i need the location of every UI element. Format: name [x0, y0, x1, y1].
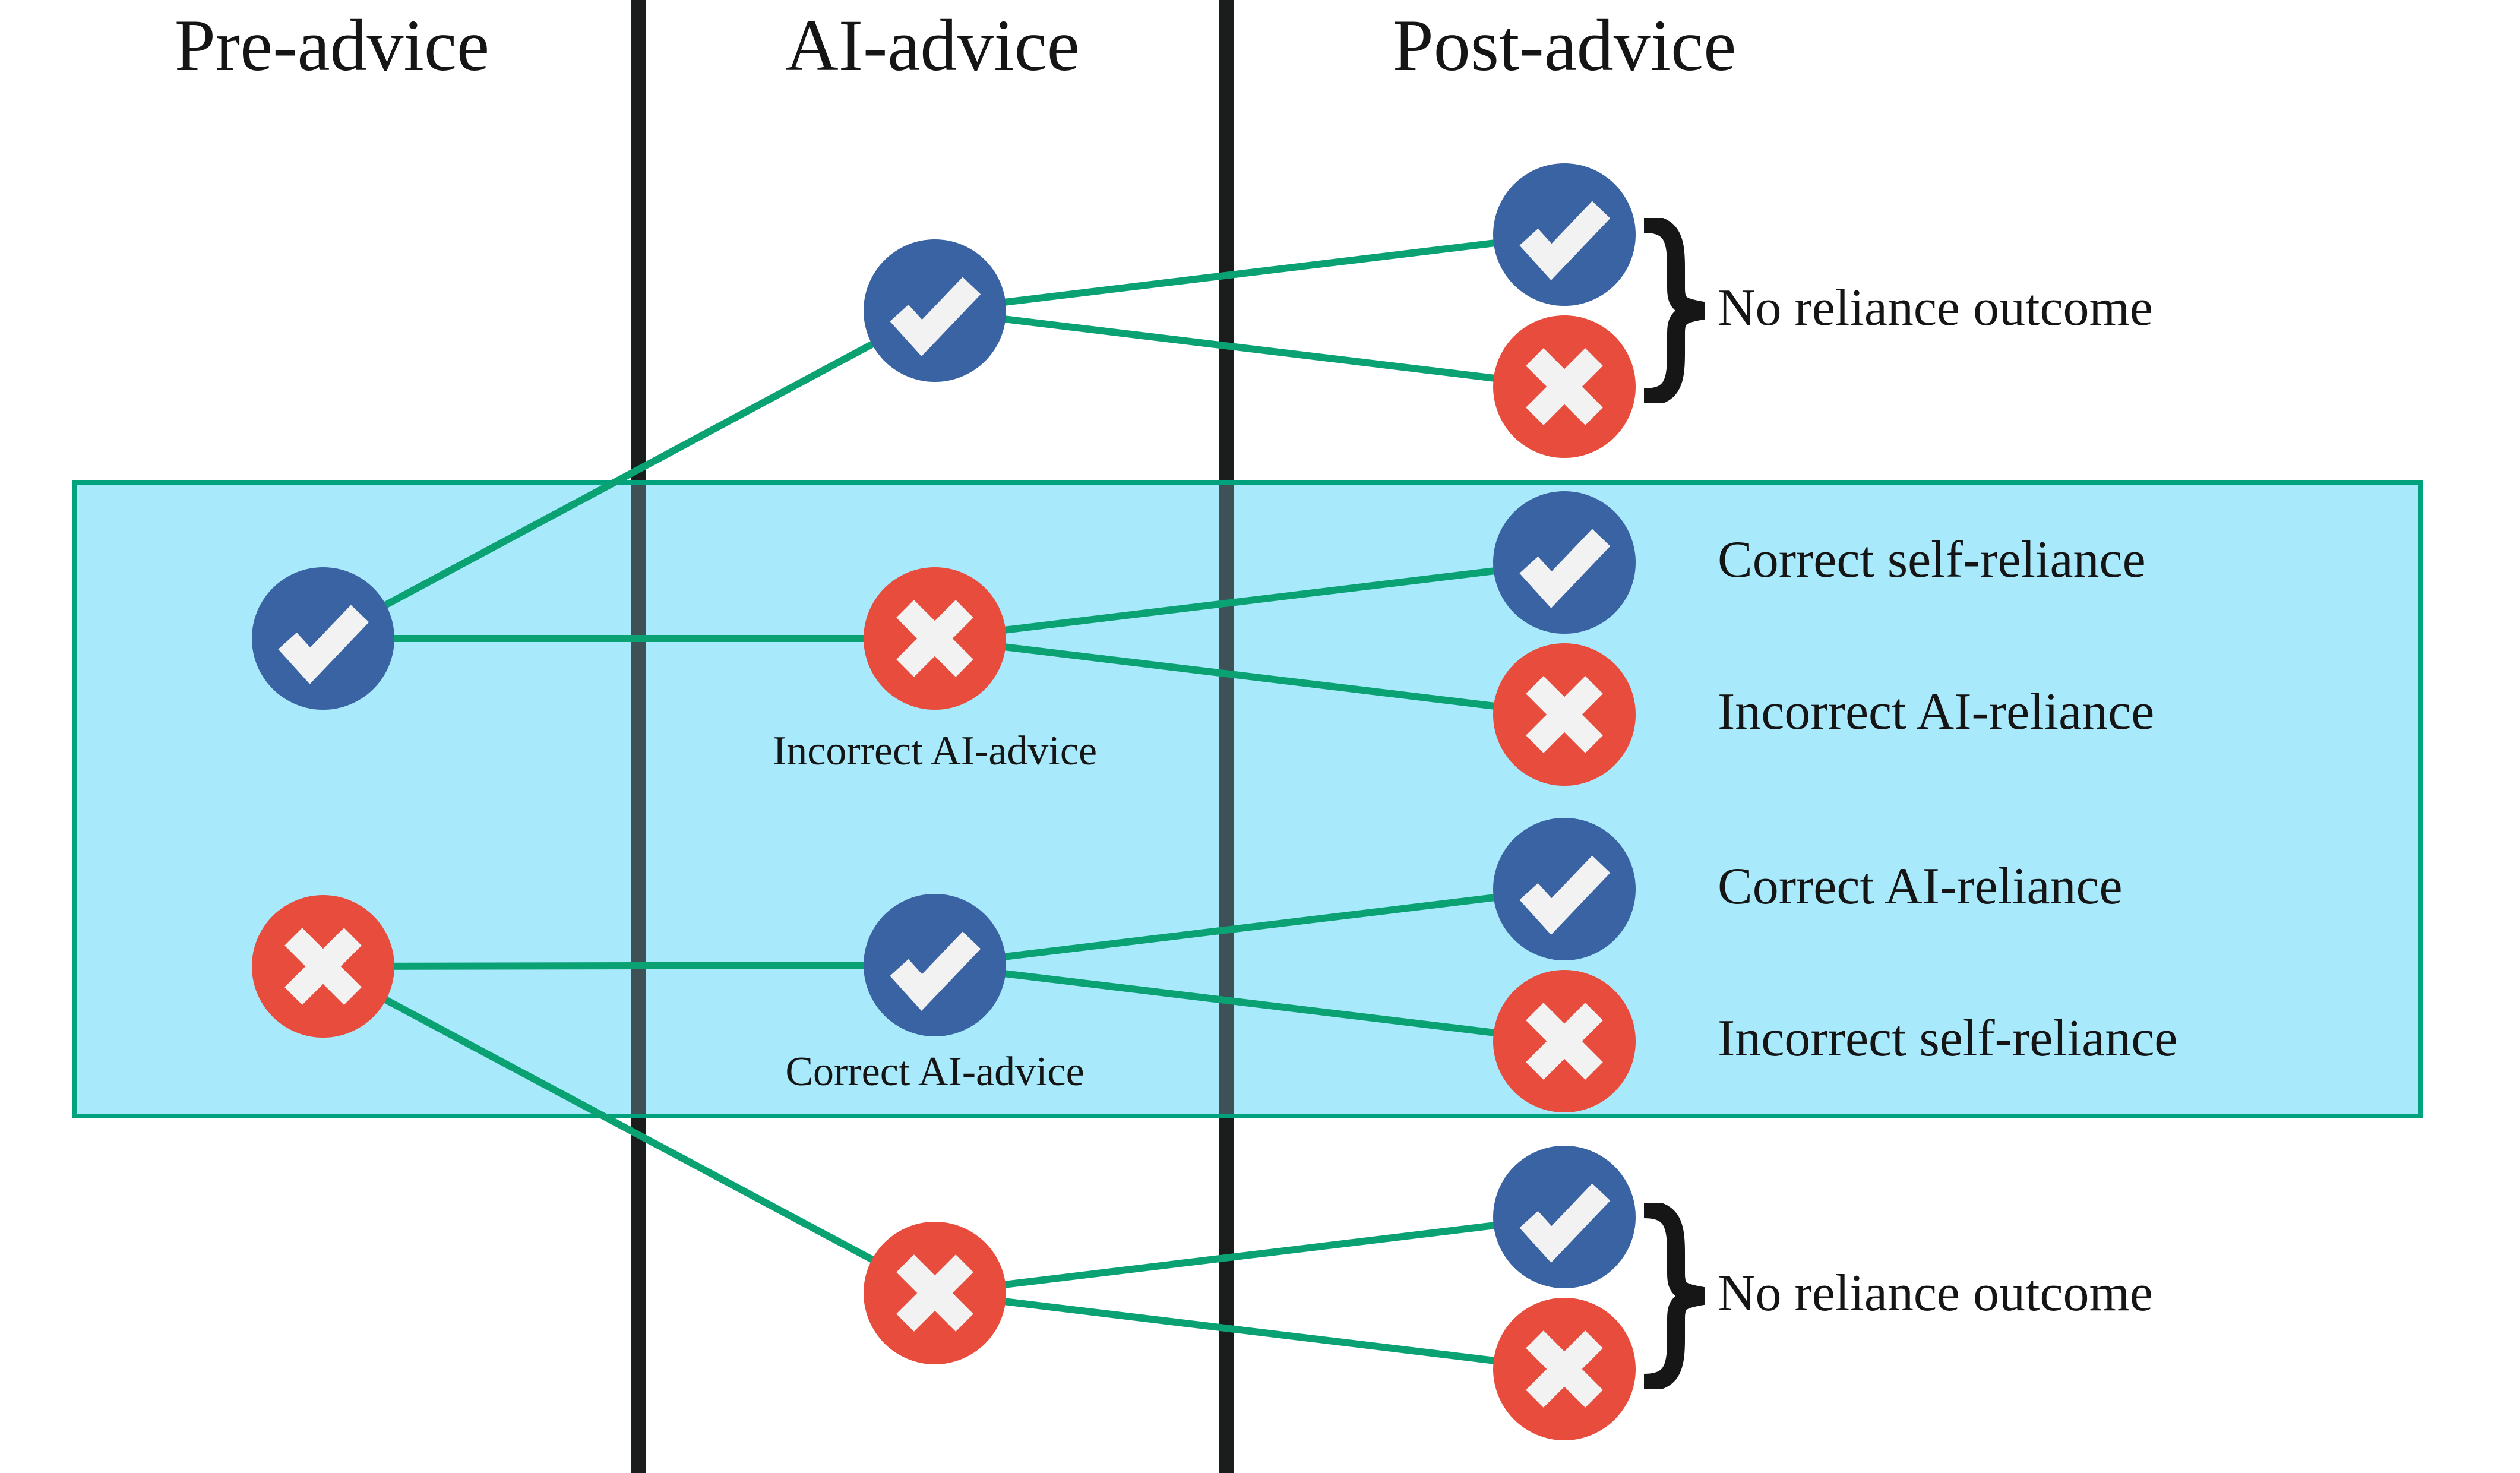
x-icon: [1526, 1003, 1603, 1080]
column-divider-tinted-segment-1: [631, 485, 646, 1114]
pre-incorrect-node: [252, 895, 394, 1038]
x-icon: [1526, 676, 1603, 753]
post-1-incorrect-node: [1493, 315, 1636, 458]
check-icon: [890, 277, 981, 356]
label-correct-ai-advice: Correct AI-advice: [785, 1049, 1084, 1095]
connection-line: [934, 635, 1565, 718]
brace-icon: [1640, 1200, 1707, 1392]
label-incorrect-ai-advice: Incorrect AI-advice: [772, 728, 1098, 774]
connection-line: [934, 1289, 1565, 1373]
x-icon: [896, 600, 973, 677]
label-incorrect-ai-reliance: Incorrect AI-reliance: [1718, 683, 2155, 741]
connection-line: [322, 962, 935, 970]
post-1-correct-node: [1493, 163, 1636, 306]
connection-line: [321, 307, 937, 642]
ai-correct-top-node: [864, 239, 1006, 382]
post-2-incorrect-node: [1493, 643, 1636, 786]
column-divider-tinted-segment-2: [1219, 485, 1234, 1114]
ai-correct-bottom-node: [864, 894, 1006, 1036]
column-header-post-advice: Post-advice: [1392, 5, 1737, 86]
column-header-ai-advice: AI-advice: [785, 5, 1080, 86]
post-3-correct-node: [1493, 818, 1636, 960]
x-icon: [1526, 1330, 1603, 1408]
post-3-incorrect-node: [1493, 970, 1636, 1112]
check-icon: [890, 931, 981, 1011]
x-icon: [284, 928, 362, 1005]
ai-incorrect-mid-node: [864, 567, 1006, 710]
reliance-outcomes-highlight-region: [72, 480, 2423, 1118]
post-2-correct-node: [1493, 491, 1636, 634]
label-no-reliance-outcome-top: No reliance outcome: [1718, 279, 2154, 337]
connection-line: [934, 307, 1565, 390]
connection-line: [934, 559, 1565, 642]
label-incorrect-self-reliance: Incorrect self-reliance: [1718, 1010, 2178, 1067]
label-no-reliance-outcome-bottom: No reliance outcome: [1718, 1265, 2154, 1322]
post-4-correct-node: [1493, 1146, 1636, 1288]
connection-line: [934, 231, 1565, 314]
check-icon: [1519, 855, 1611, 935]
x-icon: [1526, 348, 1603, 425]
brace-icon: [1640, 215, 1707, 406]
label-correct-self-reliance: Correct self-reliance: [1718, 531, 2146, 589]
check-icon: [1519, 201, 1611, 280]
connection-line: [321, 963, 937, 1297]
connection-line: [934, 886, 1565, 969]
label-correct-ai-reliance: Correct AI-reliance: [1718, 858, 2123, 915]
connection-line: [934, 962, 1565, 1045]
check-icon: [278, 605, 369, 684]
check-icon: [1519, 1183, 1611, 1263]
connection-line: [934, 1213, 1565, 1297]
ai-incorrect-bottom-node: [864, 1222, 1006, 1364]
pre-correct-node: [252, 567, 394, 710]
check-icon: [1519, 529, 1611, 608]
post-4-incorrect-node: [1493, 1298, 1636, 1440]
x-icon: [896, 1254, 973, 1332]
column-header-pre-advice: Pre-advice: [174, 5, 490, 86]
